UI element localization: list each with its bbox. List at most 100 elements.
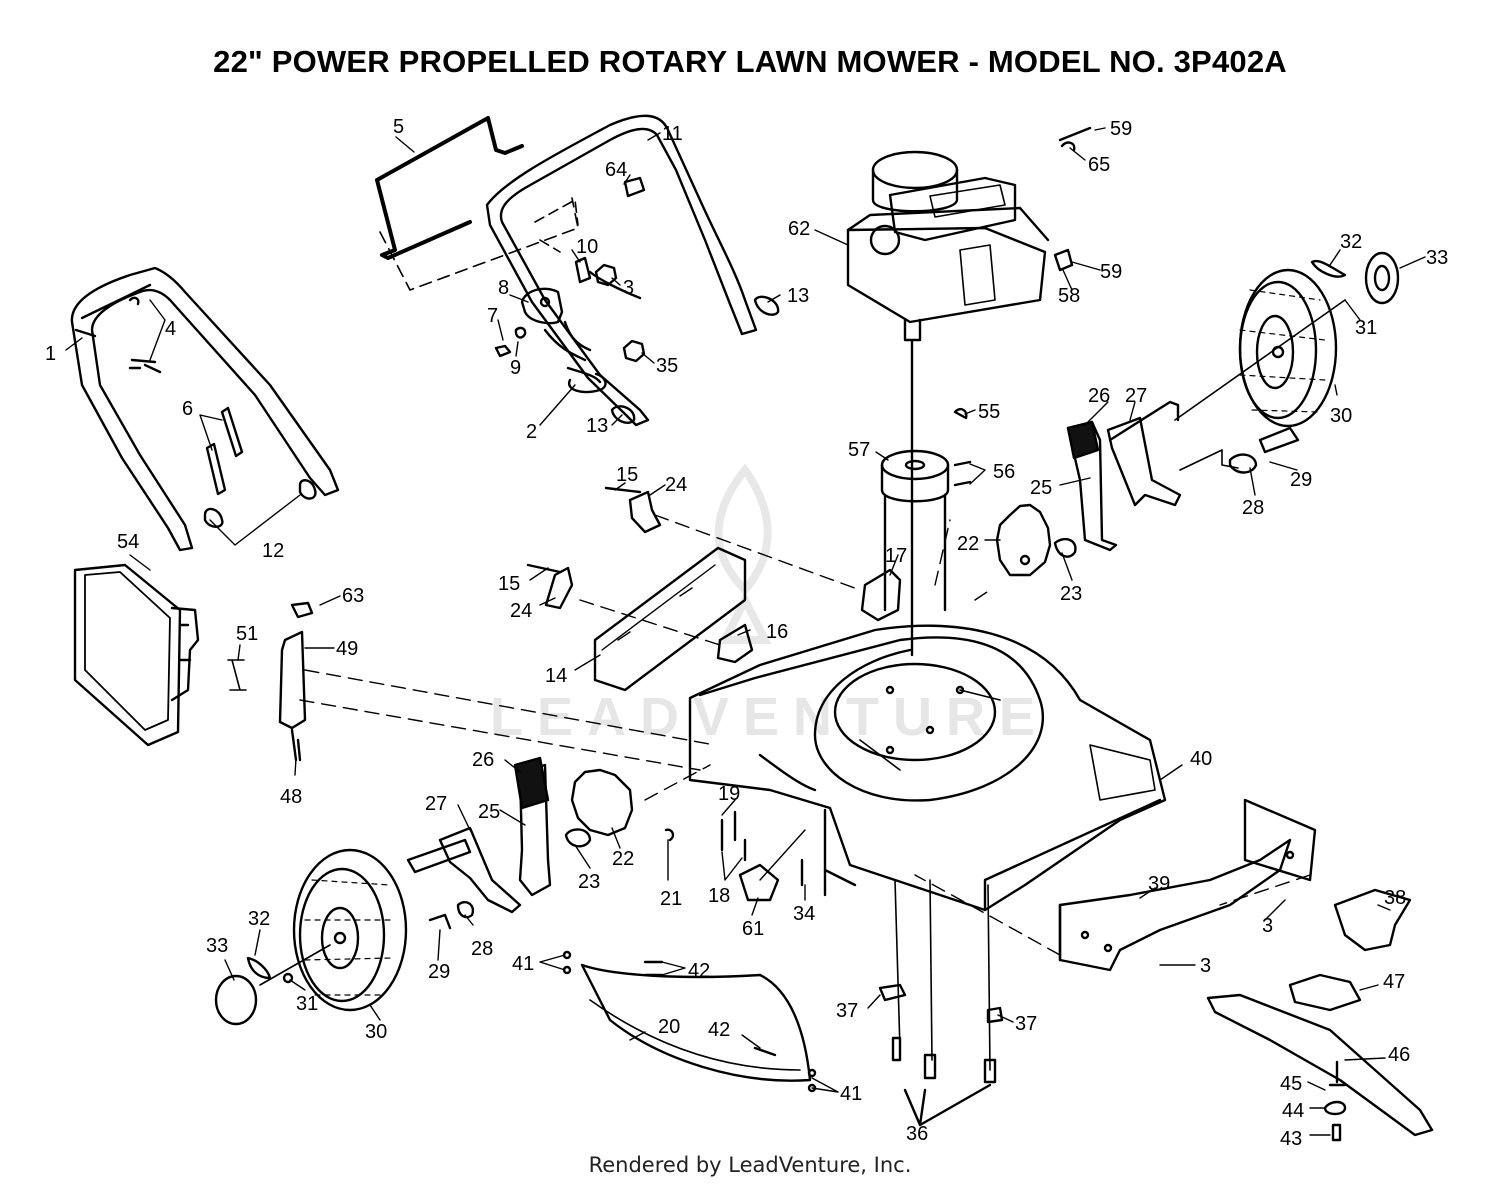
rear-bag-part	[73, 563, 200, 747]
leader-lines	[65, 127, 1426, 1136]
callout-33: 33	[1426, 247, 1448, 269]
callout-38: 38	[1384, 887, 1406, 909]
callout-45: 45	[1280, 1073, 1302, 1095]
height-adjuster-left-part	[406, 756, 634, 930]
watermark-text: LEADVENTURE	[490, 687, 1049, 747]
drive-coupling-part	[880, 407, 972, 612]
engine-part	[846, 126, 1092, 657]
callout-3: 3	[623, 277, 634, 299]
callout-labels: 1 2 3 3 3 4 5 6 7 8 9 10 11 12 13 13 14 …	[45, 116, 1448, 1150]
callout-37: 37	[1015, 1013, 1037, 1035]
callout-12: 12	[262, 540, 284, 562]
callout-58: 58	[1058, 285, 1080, 307]
wheel-cap-right-part	[1174, 251, 1400, 421]
callout-15: 15	[616, 464, 638, 486]
callout-14: 14	[545, 665, 567, 687]
callout-41: 41	[840, 1083, 862, 1105]
callout-32: 32	[1340, 231, 1362, 253]
skirt-fasteners-part	[562, 950, 817, 1093]
diagram-title: 22" POWER PROPELLED ROTARY LAWN MOWER - …	[213, 44, 1287, 79]
handle-fastener-part	[128, 176, 780, 528]
callout-18: 18	[708, 885, 730, 907]
callout-29: 29	[428, 961, 450, 983]
callout-46: 46	[1388, 1044, 1410, 1066]
control-bar-part	[375, 116, 579, 291]
callout-55: 55	[978, 401, 1000, 423]
callout-1: 1	[45, 343, 56, 365]
callout-59: 59	[1100, 261, 1122, 283]
drive-plate-right-part	[995, 503, 1077, 577]
callout-11: 11	[662, 123, 683, 145]
callout-10: 10	[576, 236, 598, 258]
callout-47: 47	[1383, 971, 1405, 993]
height-adjuster-right-part	[1066, 400, 1300, 552]
callout-22: 22	[957, 533, 979, 555]
callout-39: 39	[1148, 873, 1170, 895]
callout-40: 40	[1190, 748, 1212, 770]
footer-credit: Rendered by LeadVenture, Inc.	[588, 1153, 912, 1177]
callout-5: 5	[393, 116, 404, 138]
callout-17: 17	[885, 545, 907, 567]
callout-35: 35	[656, 355, 678, 377]
callout-26: 26	[1088, 385, 1110, 407]
callout-56: 56	[993, 461, 1015, 483]
callout-51: 51	[236, 623, 258, 645]
callout-22: 22	[612, 848, 634, 870]
callout-64: 64	[605, 159, 627, 181]
callout-28: 28	[471, 938, 493, 960]
callout-42: 42	[708, 1019, 730, 1041]
callout-27: 27	[1125, 385, 1147, 407]
callout-20: 20	[658, 1016, 680, 1038]
cutting-blade-part	[1206, 888, 1434, 1142]
callout-62: 62	[788, 218, 810, 240]
callout-59: 59	[1110, 118, 1132, 140]
callout-44: 44	[1282, 1100, 1304, 1122]
callout-19: 19	[718, 783, 740, 805]
callout-8: 8	[498, 277, 509, 299]
callout-25: 25	[478, 801, 500, 823]
callout-3: 3	[1200, 955, 1211, 977]
callout-21: 21	[660, 888, 682, 910]
callout-15: 15	[498, 573, 520, 595]
callout-3: 3	[1262, 915, 1273, 937]
callout-65: 65	[1088, 154, 1110, 176]
callout-30: 30	[1330, 405, 1352, 427]
callout-28: 28	[1242, 497, 1264, 519]
blade-shield-part	[1058, 798, 1317, 972]
callout-34: 34	[793, 903, 815, 925]
callout-32: 32	[248, 908, 270, 930]
callout-63: 63	[342, 585, 364, 607]
callout-2: 2	[526, 421, 537, 443]
callout-16: 16	[766, 621, 788, 643]
front-skirt-part	[580, 963, 812, 1082]
callout-25: 25	[1030, 477, 1052, 499]
blade-control-part	[494, 256, 642, 394]
screws-part	[664, 810, 827, 902]
callout-24: 24	[510, 600, 532, 622]
callout-48: 48	[280, 786, 302, 808]
callout-42: 42	[688, 960, 710, 982]
rear-baffle-part	[526, 486, 747, 692]
callout-24: 24	[665, 474, 687, 496]
callout-7: 7	[487, 305, 498, 327]
callout-13: 13	[586, 415, 608, 437]
callout-30: 30	[365, 1021, 387, 1043]
callout-31: 31	[296, 993, 318, 1015]
callout-9: 9	[510, 357, 521, 379]
lower-handle-part	[70, 266, 340, 552]
hex-nut-part	[594, 263, 646, 363]
callout-33: 33	[206, 935, 228, 957]
callout-54: 54	[117, 531, 139, 553]
callout-43: 43	[1280, 1128, 1302, 1150]
callout-26: 26	[472, 749, 494, 771]
callout-23: 23	[578, 871, 600, 893]
rear-wheel-right-part	[1238, 268, 1338, 428]
axle-bracket-part	[227, 568, 902, 762]
callout-41: 41	[512, 953, 534, 975]
callout-57: 57	[848, 439, 870, 461]
rear-wheel-left-part	[292, 848, 408, 1012]
wheel-cap-left-part	[214, 944, 331, 1026]
callout-13: 13	[787, 285, 809, 307]
